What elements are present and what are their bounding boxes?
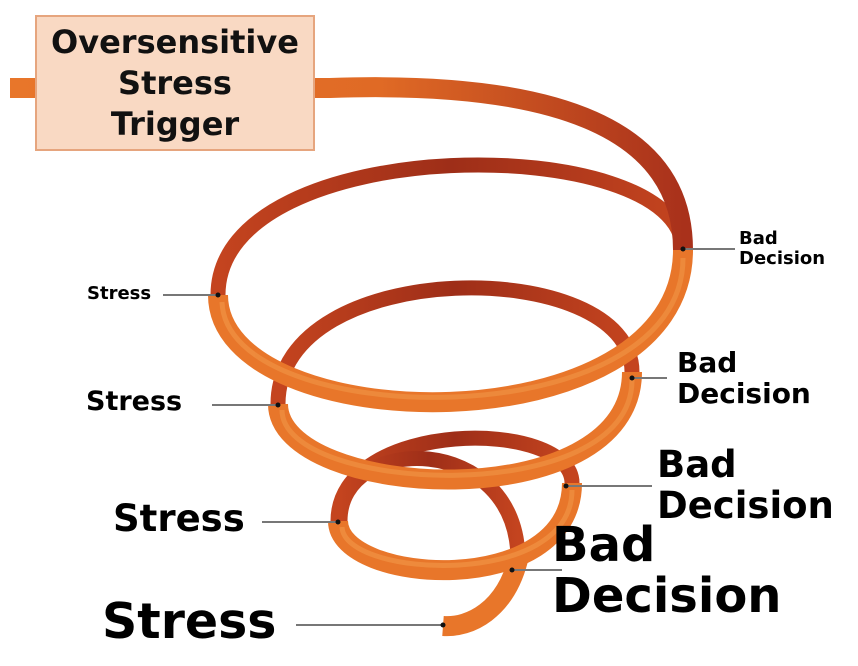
- loop-1-back: [210, 157, 691, 296]
- decision-label-2: Bad Decision: [677, 347, 811, 410]
- stress-label-2: Stress: [86, 386, 183, 417]
- trigger-label: Oversensitive Stress Trigger: [51, 22, 299, 145]
- ribbon-entry-segment: [10, 77, 693, 251]
- loop-4-back: [332, 450, 526, 561]
- trigger-line-2: Stress: [118, 63, 232, 102]
- decision-label-3-line-1: Bad: [657, 443, 737, 486]
- decision-label-1: Bad Decision: [739, 228, 826, 270]
- loop-2-back: [270, 280, 640, 405]
- leader-lines: [163, 248, 735, 626]
- decision-label-1-line-2: Decision: [739, 248, 826, 270]
- leader-dots: [215, 246, 686, 628]
- decision-label-4-line-1: Bad: [552, 517, 656, 573]
- decision-label-4-line-2: Decision: [552, 567, 782, 624]
- trigger-line-1: Oversensitive: [51, 22, 299, 61]
- trigger-box: Oversensitive Stress Trigger: [35, 15, 315, 151]
- decision-label-2-line-1: Bad: [677, 346, 738, 379]
- ribbon-back-segments: [210, 157, 691, 561]
- stress-label-1: Stress: [87, 283, 152, 304]
- decision-label-3: Bad Decision: [657, 444, 834, 527]
- stress-label-4: Stress: [102, 593, 277, 650]
- decision-label-3-line-2: Decision: [657, 484, 834, 528]
- trigger-line-3: Trigger: [110, 104, 240, 143]
- loop-4-front: [442, 557, 528, 637]
- stress-label-3: Stress: [113, 497, 245, 540]
- decision-label-4: Bad Decision: [552, 520, 781, 622]
- decision-label-2-line-2: Decision: [677, 377, 811, 411]
- decision-label-1-line-1: Bad: [739, 228, 778, 249]
